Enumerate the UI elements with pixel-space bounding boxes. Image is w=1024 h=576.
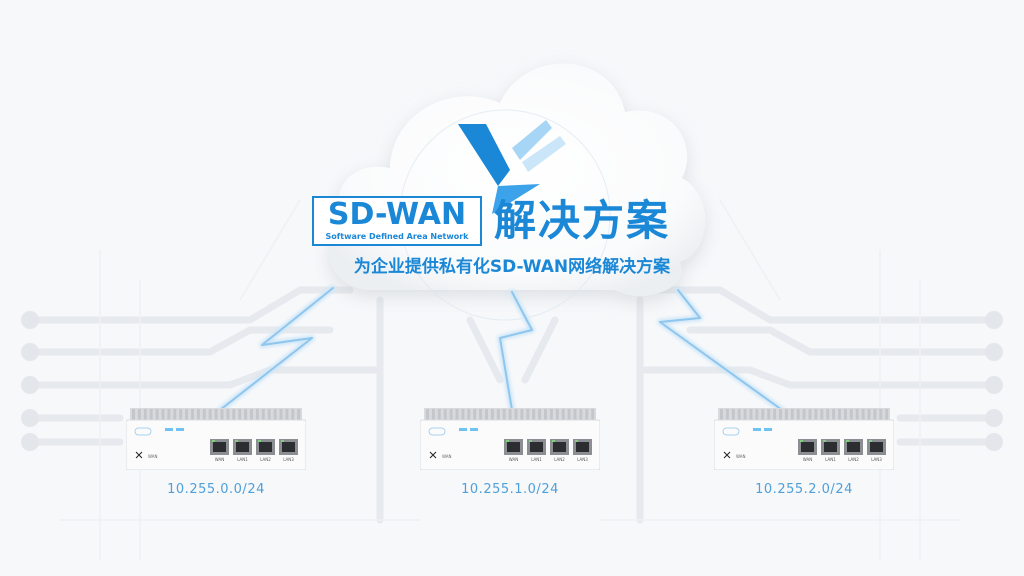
port-label: WAN	[803, 457, 812, 462]
page-title: 解决方案	[494, 196, 671, 245]
ethernet-port: LAN1	[821, 439, 840, 462]
ethernet-port: LAN3	[279, 439, 298, 462]
circuit-nodes	[21, 311, 1003, 451]
svg-text:WAN: WAN	[736, 454, 745, 459]
ethernet-port: WAN	[504, 439, 523, 462]
svg-text:WAN: WAN	[148, 454, 157, 459]
ethernet-port: LAN2	[844, 439, 863, 462]
ethernet-port: WAN	[210, 439, 229, 462]
ethernet-port: WAN	[798, 439, 817, 462]
port-label: WAN	[215, 457, 224, 462]
port-label: LAN2	[260, 457, 271, 462]
sdwan-badge: SD-WAN Software Defined Area Network	[312, 196, 482, 246]
badge-subtitle: Software Defined Area Network	[325, 232, 469, 241]
thin-traces	[60, 199, 960, 560]
ethernet-port: LAN2	[256, 439, 275, 462]
ethernet-port: LAN1	[233, 439, 252, 462]
port-label: LAN1	[531, 457, 542, 462]
ethernet-port: LAN3	[573, 439, 592, 462]
ethernet-port: LAN3	[867, 439, 886, 462]
port-label: LAN2	[554, 457, 565, 462]
subnet-label-3: 10.255.2.0/24	[755, 482, 853, 497]
badge-title: SD-WAN	[327, 197, 467, 232]
svg-text:WAN: WAN	[442, 454, 451, 459]
router-icon: WAN LAN1 LAN2 LAN3 WAN	[713, 408, 895, 471]
title-block: SD-WAN Software Defined Area Network 解决方…	[312, 196, 732, 286]
subnet-label-2: 10.255.1.0/24	[461, 482, 559, 497]
port-label: LAN1	[237, 457, 248, 462]
router-device-1: WAN LAN1 LAN2 LAN3 WAN	[125, 408, 307, 471]
port-label: WAN	[509, 457, 518, 462]
logo-mark-icon	[458, 120, 566, 214]
circuit-traces	[26, 286, 998, 524]
router-icon: WAN LAN1 LAN2 LAN3 WAN	[125, 408, 307, 471]
router-device-2: WAN LAN1 LAN2 LAN3 WAN	[419, 408, 601, 471]
port-label: LAN3	[283, 457, 294, 462]
page-subtitle: 为企业提供私有化SD-WAN网络解决方案	[353, 257, 671, 277]
ethernet-port: LAN2	[550, 439, 569, 462]
router-device-3: WAN LAN1 LAN2 LAN3 WAN	[713, 408, 895, 471]
subnet-label-1: 10.255.0.0/24	[167, 482, 265, 497]
port-label: LAN1	[825, 457, 836, 462]
port-label: LAN2	[848, 457, 859, 462]
port-label: LAN3	[871, 457, 882, 462]
router-icon: WAN LAN1 LAN2 LAN3 WAN	[419, 408, 601, 471]
network-links	[217, 285, 785, 413]
ethernet-port: LAN1	[527, 439, 546, 462]
port-label: LAN3	[577, 457, 588, 462]
